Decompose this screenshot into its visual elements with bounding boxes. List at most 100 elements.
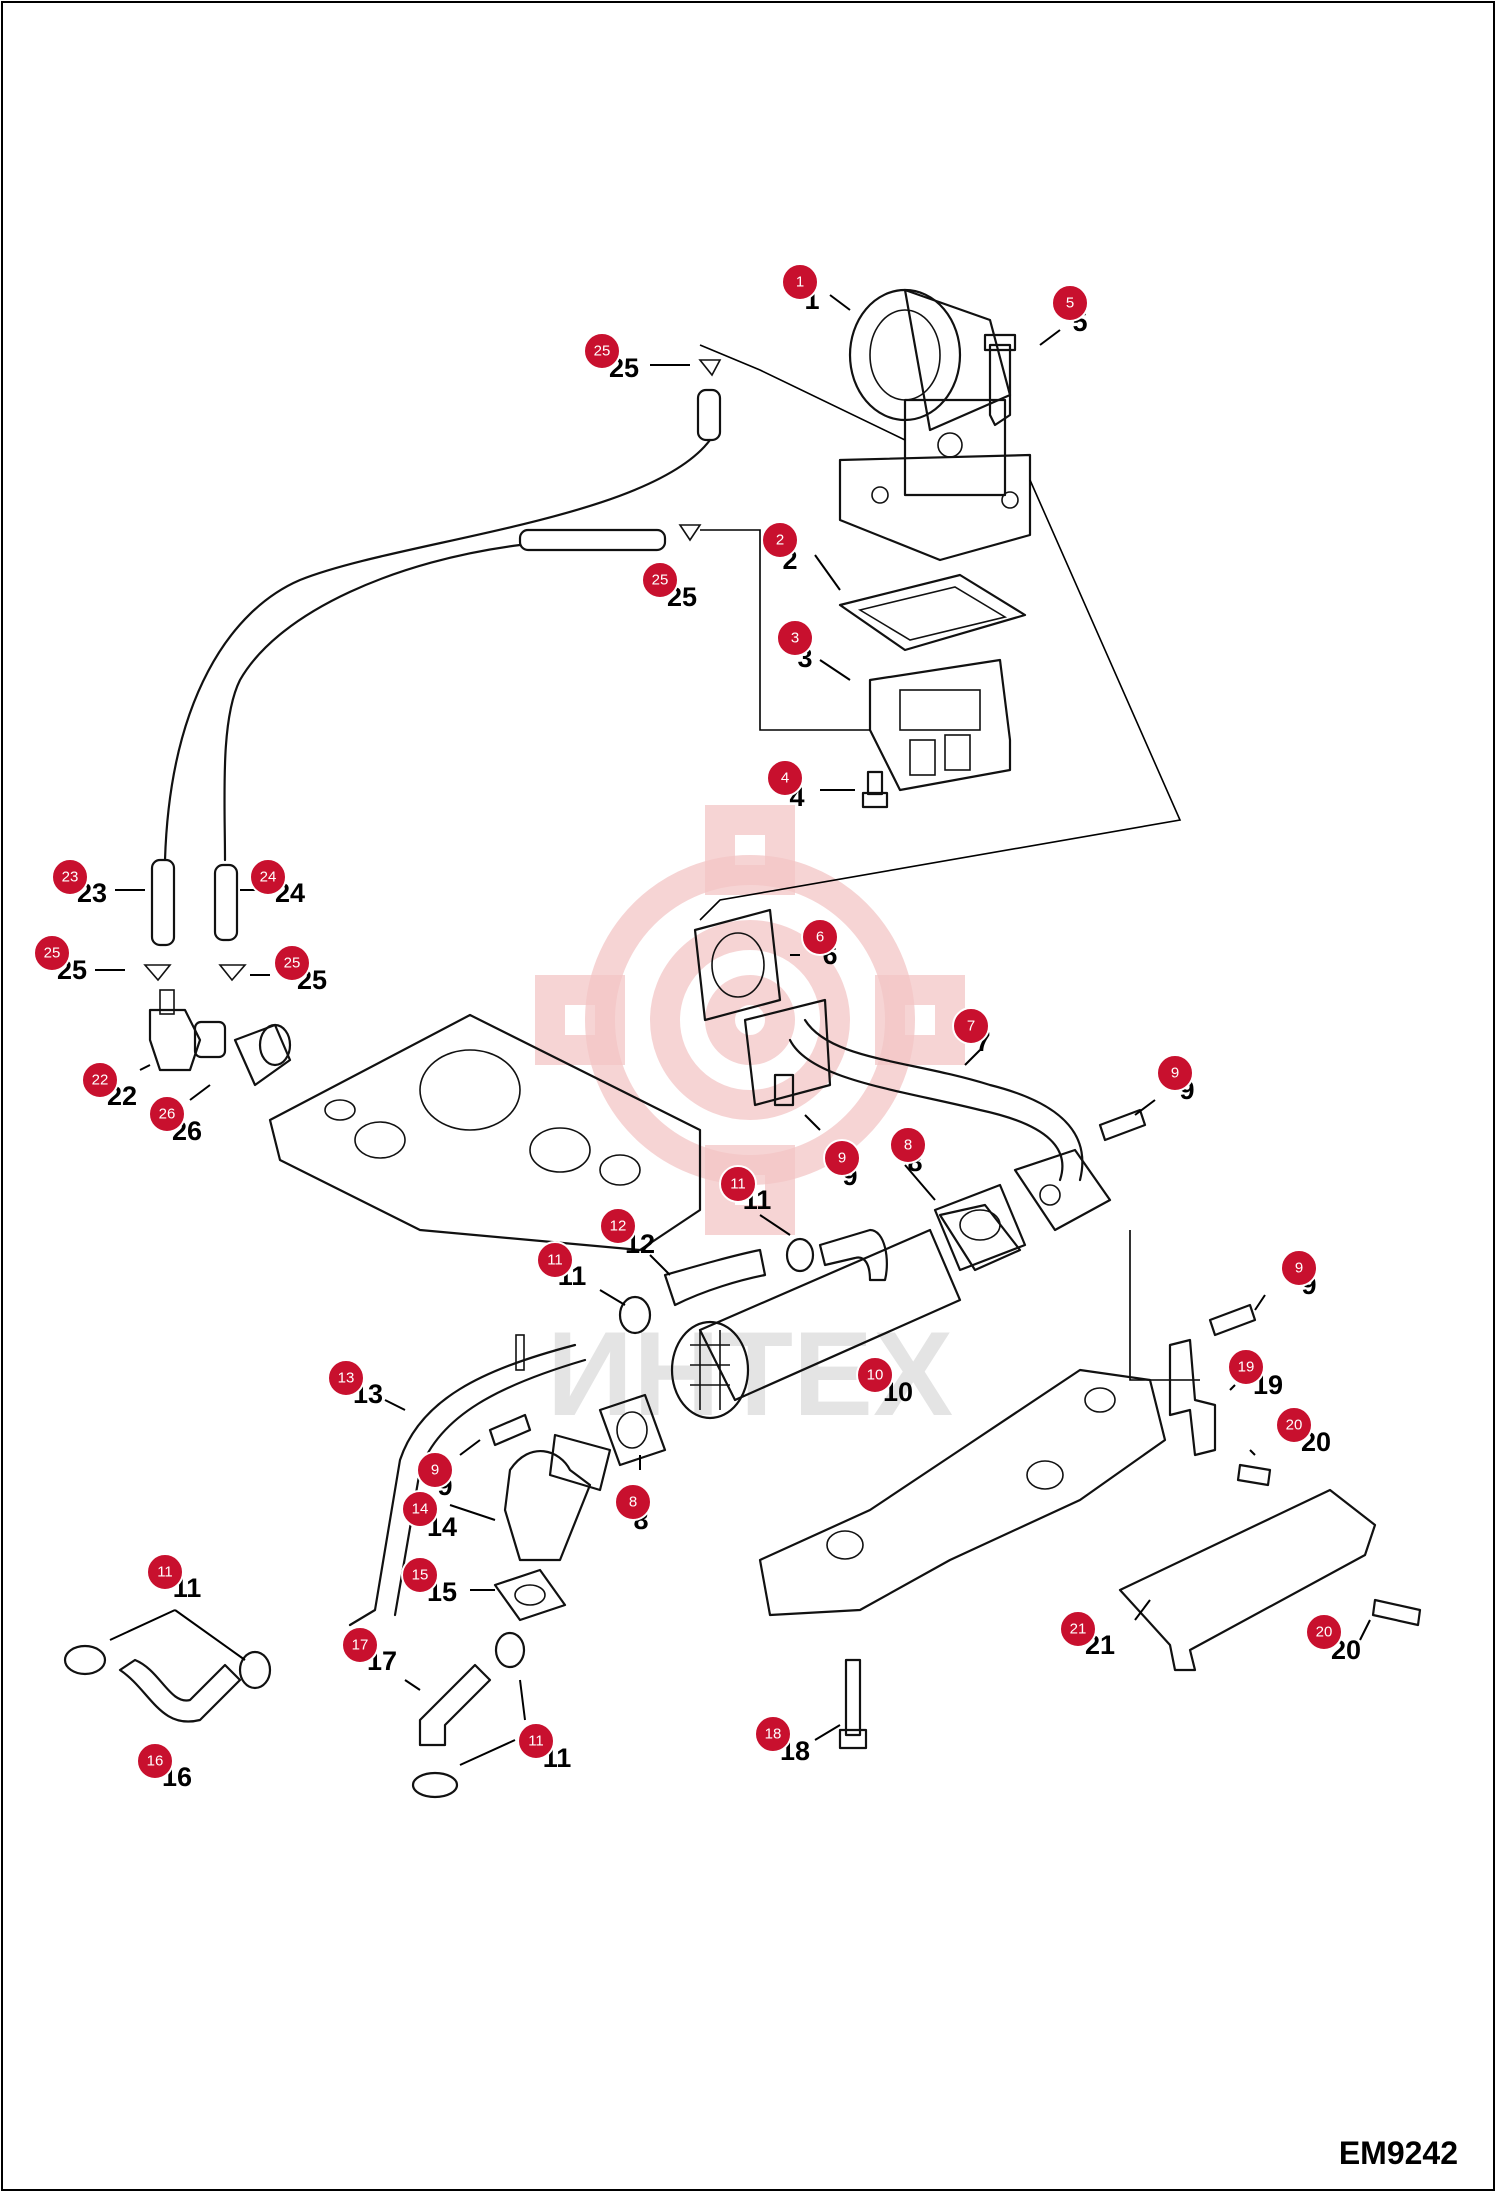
callout-bubble-21: [1059, 1610, 1097, 1648]
vacuum-hoses: [143, 359, 722, 982]
callout-bubble-25c: [33, 934, 71, 972]
callout-number-14: 14: [412, 1501, 429, 1518]
callout-number-11d: 11: [528, 1733, 544, 1750]
callout-number-9c: 9: [1295, 1260, 1303, 1277]
elbow-14: [503, 1433, 612, 1562]
callout-number-2: 2: [776, 532, 784, 549]
callout-number-10: 10: [867, 1367, 884, 1384]
callout-bubble-3: [776, 619, 814, 657]
pipe-7: [743, 998, 1112, 1232]
callout-bubble-11b: [719, 1165, 757, 1203]
callout-bubble-20a: [1275, 1406, 1313, 1444]
callout-bubble-18: [754, 1715, 792, 1753]
callout-bubble-26: [148, 1095, 186, 1133]
callout-number-23: 23: [62, 869, 79, 886]
callout-number-4: 4: [781, 770, 789, 787]
bolt-9d: [488, 1413, 532, 1447]
callout-number-9d: 9: [431, 1462, 439, 1479]
callout-number-8a: 8: [904, 1137, 912, 1154]
callout-bubble-19: [1227, 1348, 1265, 1386]
callout-bubble-11c: [146, 1553, 184, 1591]
gasket-6: [693, 908, 782, 1022]
callout-number-15: 15: [412, 1567, 429, 1584]
bolt-9c: [1208, 1303, 1257, 1337]
callout-bubble-5: [1051, 284, 1089, 322]
callout-number-11a: 11: [547, 1252, 563, 1269]
callout-bubble-25d: [273, 944, 311, 982]
bolt-20a: [1236, 1463, 1272, 1487]
callout-bubble-7: [952, 1007, 990, 1045]
gasket-8-upper: [938, 1203, 1022, 1272]
callout-number-3: 3: [791, 630, 799, 647]
bolt-9a: [773, 1073, 795, 1107]
callout-number-22: 22: [92, 1072, 109, 1089]
callout-number-7: 7: [967, 1018, 975, 1035]
callout-number-16: 16: [147, 1753, 164, 1770]
callout-bubble-16: [136, 1742, 174, 1780]
hose-17: [418, 1663, 492, 1747]
clamp-11d: [411, 1631, 526, 1799]
callout-number-18: 18: [765, 1726, 782, 1743]
callout-8a: 88: [889, 1126, 927, 1177]
watermark: ИНТЕХ: [535, 805, 965, 1441]
callout-bubble-25a: [583, 332, 621, 370]
bolt-20b: [1371, 1598, 1422, 1627]
hose-12: [663, 1228, 888, 1307]
callout-number-25d: 25: [284, 955, 301, 972]
leader-lines: [95, 294, 1371, 1766]
callout-bubble-11d: [517, 1722, 555, 1760]
callouts: 1122334455667788889999999910101111111111…: [33, 263, 1361, 1792]
callout-2: 22: [761, 521, 799, 575]
callout-number-11c: 11: [157, 1564, 173, 1581]
callout-6: 66: [801, 918, 839, 970]
callout-9b: 99: [1156, 1054, 1195, 1105]
callout-bubble-10: [856, 1356, 894, 1394]
callout-bubble-14: [401, 1490, 439, 1528]
callout-bubble-11a: [536, 1241, 574, 1279]
callout-bubble-17: [341, 1626, 379, 1664]
callout-number-25b: 25: [652, 572, 669, 589]
callout-number-13: 13: [338, 1370, 355, 1387]
callout-bubble-25b: [641, 561, 679, 599]
callout-bubble-6: [801, 918, 839, 956]
callout-bubble-9c: [1280, 1249, 1318, 1287]
gasket-2: [838, 573, 1027, 652]
sensor-22: [148, 989, 227, 1072]
bolt-18: [838, 1658, 868, 1750]
egr-valve: [838, 288, 1032, 562]
callout-number-25c: 25: [44, 945, 61, 962]
callout-number-5: 5: [1066, 295, 1074, 312]
callout-number-1: 1: [796, 274, 804, 291]
callout-number-24: 24: [260, 869, 277, 886]
callout-number-8b: 8: [629, 1494, 637, 1511]
callout-bubble-12: [599, 1207, 637, 1245]
callout-number-11b: 11: [730, 1176, 746, 1193]
callout-bubble-15: [401, 1556, 439, 1594]
callout-bubble-23: [51, 858, 89, 896]
callout-bubble-22: [81, 1061, 119, 1099]
callout-number-25a: 25: [594, 343, 611, 360]
callout-number-6: 6: [816, 929, 824, 946]
reed-valve-3: [868, 658, 1012, 792]
callout-bubble-13: [327, 1359, 365, 1397]
